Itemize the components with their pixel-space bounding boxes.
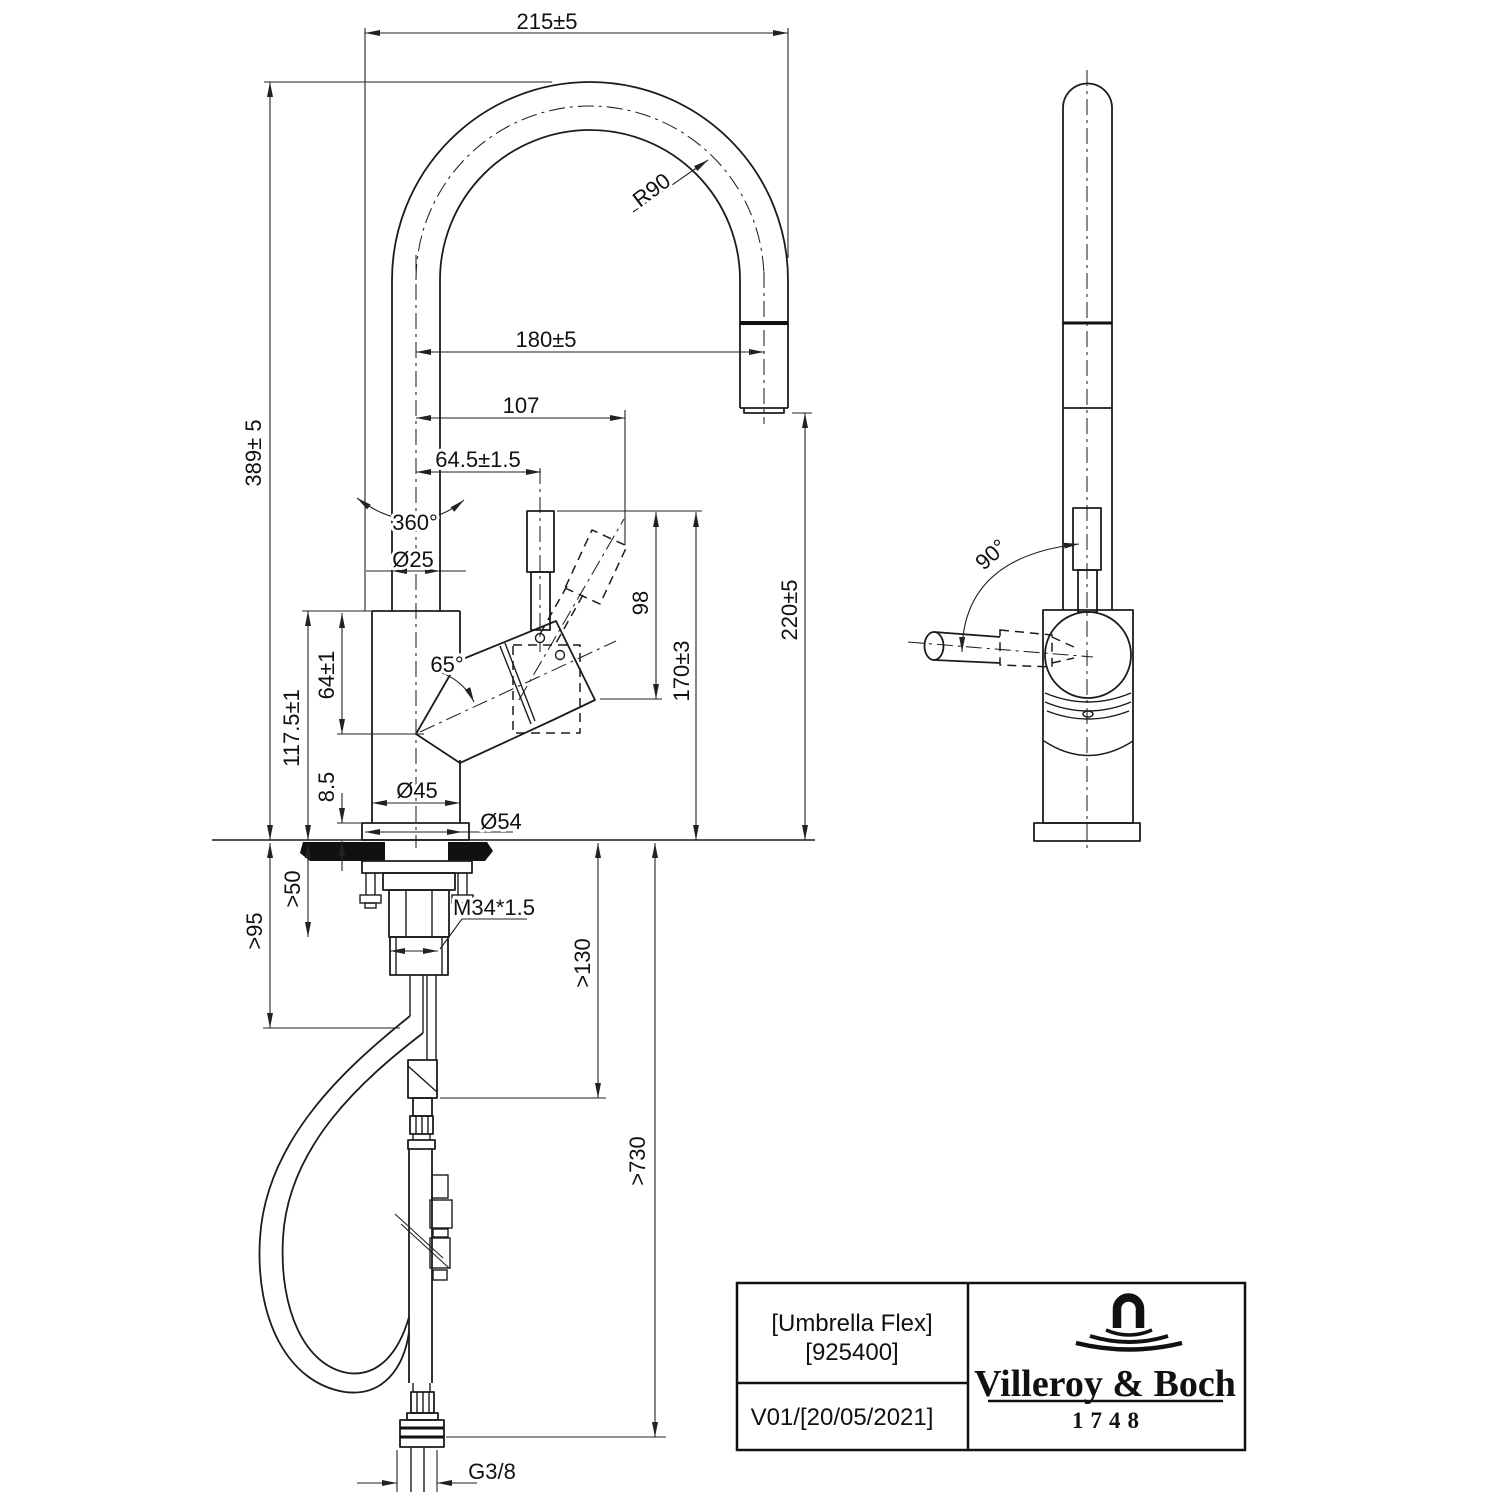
dim-107: 107 [503,393,540,418]
product-name: [Umbrella Flex] [771,1310,932,1337]
dim-gt730: >730 [625,1136,650,1186]
handle-front [415,510,628,764]
dim-170: 170±3 [669,640,694,701]
front-centerlines [415,105,765,848]
dim-389: 389± 5 [241,419,266,486]
side-ball-joint [1044,611,1132,699]
side-handle [923,629,1077,668]
dim-220: 220±5 [777,579,802,640]
side-90deg-arc [959,542,1080,653]
side-spout-tube [1062,82,1113,610]
supply-pipe [408,1149,433,1383]
brand-year: 1748 [1072,1408,1146,1433]
threaded-shank [389,936,449,976]
dim-gt130: >130 [570,938,595,988]
dim-r90: R90 [628,168,675,212]
dim-98: 98 [628,591,653,615]
spout [391,81,789,611]
pipe-break-symbol [394,1213,450,1269]
dim-360: 360° [392,510,438,535]
washer-plate [361,860,473,874]
side-view: 90° [907,70,1141,850]
front-dimension-lines [267,30,808,1486]
dim-dia54: Ø54 [480,809,522,834]
g38-connection-nut [399,1419,445,1448]
supply-piping [258,975,453,1492]
dim-m34: M34*1.5 [453,895,535,920]
dim-117-5: 117.5±1 [279,689,304,767]
dim-8-5: 8.5 [314,772,339,803]
dim-64: 64±1 [314,651,339,700]
side-base-flange [1033,822,1141,842]
dim-gt50: >50 [280,870,305,907]
counter-gasket-right [448,842,493,861]
dim-gt95: >95 [242,912,267,949]
dim-65deg: 65° [430,652,463,677]
front-extension-lines [263,28,812,1492]
front-dimension-labels: 215±5 180±5 107 64.5±1.5 R90 360° Ø25 65… [238,6,805,1487]
dim-215: 215±5 [516,9,577,34]
brand-name: Villeroy & Boch [974,1363,1236,1405]
dim-dia25: Ø25 [392,547,434,572]
version-date: V01/[20/05/2021] [751,1404,934,1431]
dim-90deg: 90° [970,534,1011,575]
brand-logo-icon [1075,1293,1183,1352]
product-code: [925400] [805,1339,898,1366]
front-view: 215±5 180±5 107 64.5±1.5 R90 360° Ø25 65… [212,6,815,1492]
dim-g38: G3/8 [468,1459,516,1484]
dim-dia45: Ø45 [396,778,438,803]
dim-64-5: 64.5±1.5 [435,447,520,472]
handle-alt-position-dashed [512,529,628,734]
flexible-hose-loop [258,1015,411,1394]
title-block: [Umbrella Flex] [925400] V01/[20/05/2021… [735,1281,1247,1452]
mounting-nut [382,872,456,891]
dim-180: 180±5 [515,327,576,352]
spray-outlet [743,408,785,414]
